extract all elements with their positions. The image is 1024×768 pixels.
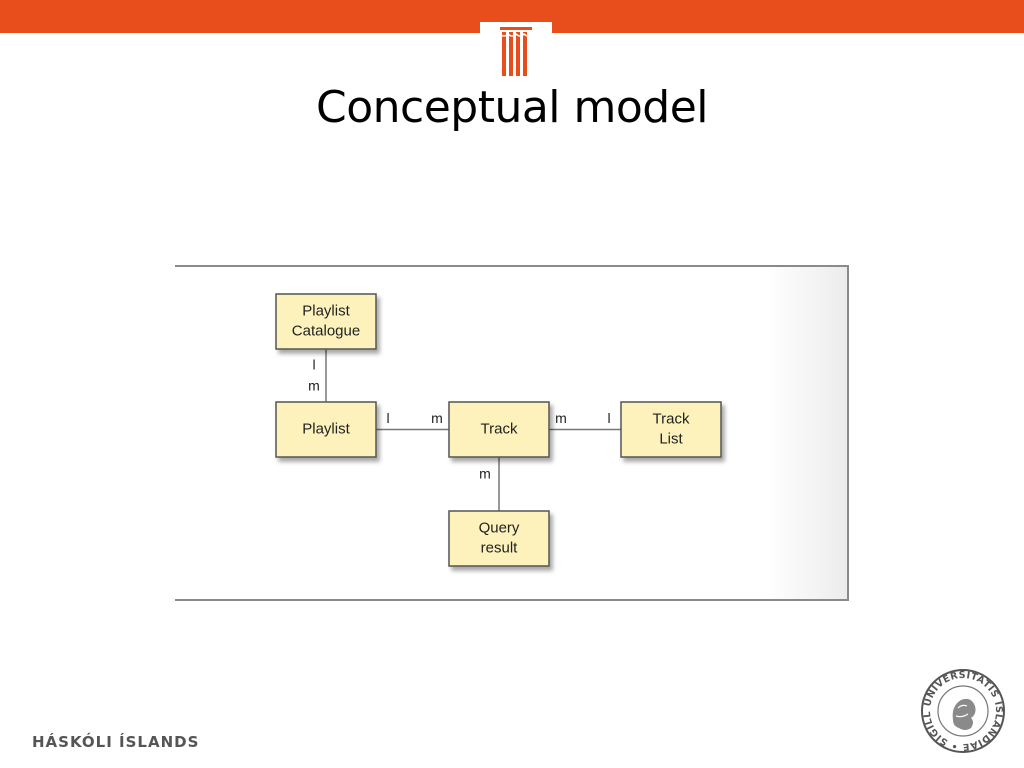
entity-label: Playlist <box>302 420 350 437</box>
entity-label: Playlist <box>302 302 350 319</box>
entity-query-result: Query result <box>448 510 550 567</box>
multiplicity-label: l <box>312 357 315 373</box>
entity-track: Track <box>448 401 550 458</box>
university-logo-icon <box>480 22 552 76</box>
entity-label: result <box>481 539 519 556</box>
relationship-lines <box>325 349 621 511</box>
slide-title: Conceptual model <box>315 82 709 133</box>
entity-box <box>448 401 550 458</box>
entity-playlist: Playlist <box>275 401 377 458</box>
entity-label: Query <box>479 519 520 536</box>
university-seal-icon: UNIVERSITATIS ISLANDIAE • SIGILLUM <box>920 668 1005 753</box>
multiplicity-label: m <box>479 466 491 482</box>
multiplicity-label: m <box>555 410 567 426</box>
entity-box <box>275 401 377 458</box>
footer-wordmark: HÁSKÓLI ÍSLANDS <box>32 733 200 751</box>
entity-label: Catalogue <box>292 322 360 339</box>
entity-box <box>448 510 550 567</box>
entity-label: Track <box>481 420 518 437</box>
multiplicity-label: m <box>431 410 443 426</box>
entity-label: List <box>659 430 683 447</box>
entity-label: Track <box>653 410 690 427</box>
entity-box <box>620 401 722 458</box>
multiplicity-label: l <box>607 410 610 426</box>
multiplicity-label: m <box>308 378 320 394</box>
multiplicity-label: l <box>386 410 389 426</box>
entity-box <box>275 293 377 350</box>
